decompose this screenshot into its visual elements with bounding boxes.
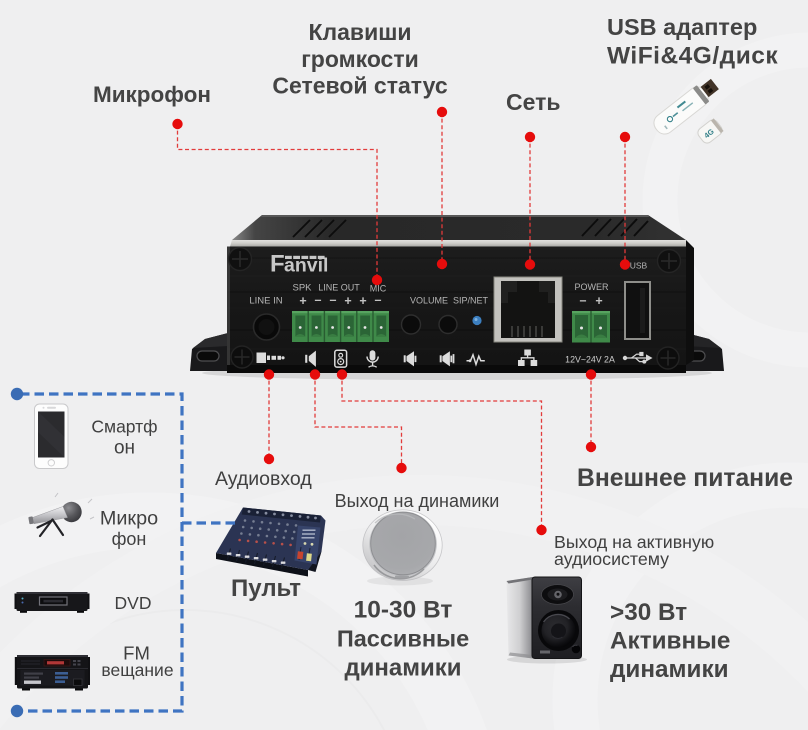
svg-text:фон: фон xyxy=(112,529,147,549)
svg-text:–: – xyxy=(315,293,322,307)
svg-text:F: F xyxy=(270,251,284,278)
svg-text:динамики: динамики xyxy=(610,656,729,683)
svg-text:аудиосистему: аудиосистему xyxy=(554,549,669,569)
svg-text:Микро: Микро xyxy=(100,508,158,530)
svg-text:LINE IN: LINE IN xyxy=(249,296,282,307)
svg-text:>30 Вт: >30 Вт xyxy=(610,599,687,626)
svg-text:–: – xyxy=(330,293,337,307)
svg-text:MIC: MIC xyxy=(370,284,387,294)
svg-text:Аудиовход: Аудиовход xyxy=(215,468,312,490)
svg-text:SPK: SPK xyxy=(292,283,312,294)
svg-text:Выход на динамики: Выход на динамики xyxy=(335,491,500,511)
svg-text:Активные: Активные xyxy=(610,628,730,655)
svg-text:Пульт: Пульт xyxy=(231,575,301,602)
svg-text:+: + xyxy=(595,294,602,308)
svg-text:вещание: вещание xyxy=(101,660,173,680)
svg-text:+: + xyxy=(359,294,366,308)
svg-text:динамики: динамики xyxy=(344,655,461,682)
svg-text:Сеть: Сеть xyxy=(506,89,561,115)
svg-text:USB адаптер: USB адаптер xyxy=(607,14,757,40)
svg-text:Сетевой статус: Сетевой статус xyxy=(272,73,447,99)
svg-text:он: он xyxy=(114,438,135,459)
svg-text:Микрофон: Микрофон xyxy=(93,82,211,107)
svg-text:FM: FM xyxy=(123,643,150,664)
svg-text:Смартф: Смартф xyxy=(91,417,157,437)
svg-text:SIP/NET: SIP/NET xyxy=(453,296,489,306)
svg-text:USB: USB xyxy=(630,261,648,271)
svg-text:Пассивные: Пассивные xyxy=(337,626,469,652)
svg-text:12V~24V 2A: 12V~24V 2A xyxy=(565,355,615,365)
svg-text:anvil: anvil xyxy=(284,255,328,277)
svg-text:WiFi&4G/диск: WiFi&4G/диск xyxy=(607,43,778,70)
svg-text:POWER: POWER xyxy=(574,282,609,292)
svg-text:–: – xyxy=(580,294,587,308)
svg-text:+: + xyxy=(344,294,351,308)
svg-text:Внешнее питание: Внешнее питание xyxy=(577,465,793,492)
svg-text:Клавиши: Клавиши xyxy=(308,19,411,45)
svg-text:–: – xyxy=(375,293,382,307)
svg-text:Выход на активную: Выход на активную xyxy=(554,532,714,552)
svg-text:VOLUME: VOLUME xyxy=(410,296,448,306)
svg-text:DVD: DVD xyxy=(115,593,152,613)
svg-text:+: + xyxy=(299,294,306,308)
svg-text:10-30 Вт: 10-30 Вт xyxy=(354,597,453,624)
svg-text:LINE OUT: LINE OUT xyxy=(318,283,360,293)
svg-text:громкости: громкости xyxy=(301,46,419,72)
